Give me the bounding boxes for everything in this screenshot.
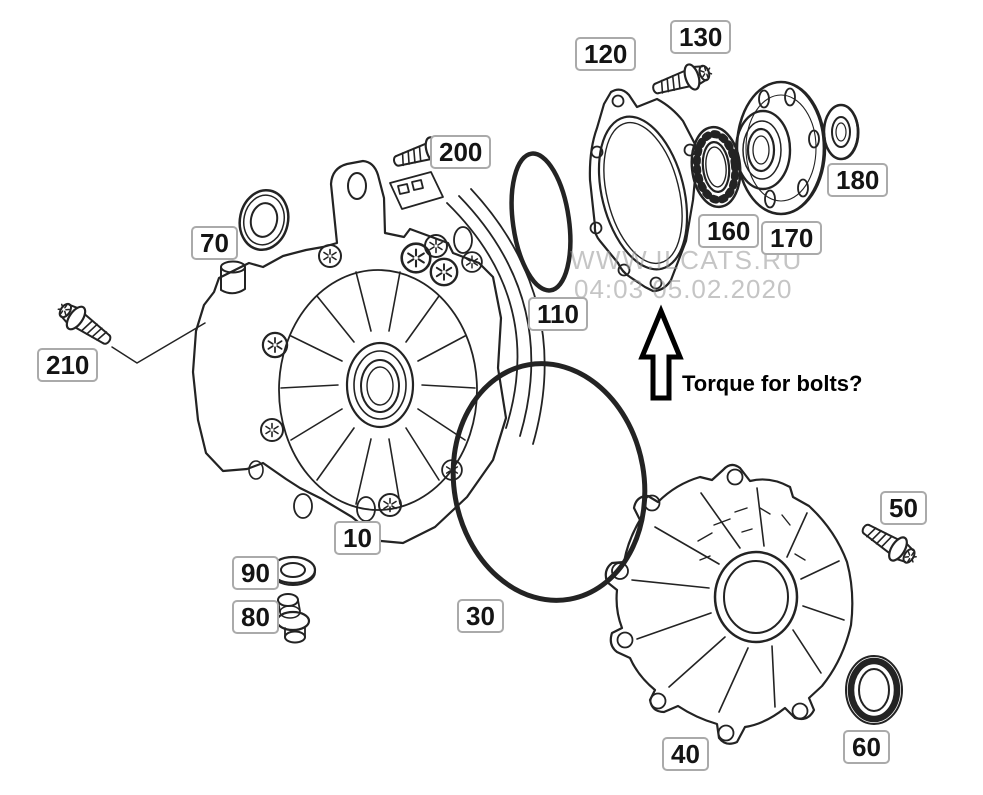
torque-question-text: Torque for bolts? — [682, 371, 863, 396]
sealing-cap-180-drawing — [822, 103, 860, 161]
callout-90-seal-washer: 90 — [232, 556, 279, 590]
callout-70-seal-ring: 70 — [191, 226, 238, 260]
callout-30-large-o-ring: 30 — [457, 599, 504, 633]
callout-50-cover-bolt: 50 — [880, 491, 927, 525]
o-ring-30-drawing — [450, 361, 648, 603]
callout-80-drain-plug: 80 — [232, 600, 279, 634]
callout-210-vent-bolt: 210 — [37, 348, 99, 382]
shaft-seal-60-drawing — [845, 655, 903, 725]
callout-110-small-o-ring: 110 — [528, 297, 588, 331]
callout-130-plate-bolt: 130 — [670, 20, 732, 54]
callout-180-sealing-cap: 180 — [827, 163, 889, 197]
rear-cover-40-drawing — [604, 463, 854, 745]
callout-120-cover-plate: 120 — [575, 37, 637, 71]
watermark-timestamp: 04:03 05.02.2020 — [574, 274, 793, 304]
callout-170-output-flange: 170 — [761, 221, 823, 255]
differential-housing-drawing — [191, 159, 546, 545]
callout-40-rear-cover: 40 — [662, 737, 709, 771]
callout-200-housing-bolt: 200 — [430, 135, 492, 169]
radial-seal-160-drawing — [690, 125, 742, 209]
callout-60-shaft-seal-ring: 60 — [843, 730, 890, 764]
drain-plug-80-drawing — [275, 593, 311, 644]
bolt-210-drawing — [51, 295, 206, 364]
o-ring-110-drawing — [509, 151, 573, 293]
seal-ring-70-drawing — [238, 188, 290, 252]
torque-arrow — [638, 304, 684, 401]
callout-10-differential-housing: 10 — [334, 521, 381, 555]
callout-160-radial-shaft-seal: 160 — [698, 214, 760, 248]
output-flange-170-drawing — [734, 80, 827, 216]
leader-line-210 — [111, 322, 206, 364]
